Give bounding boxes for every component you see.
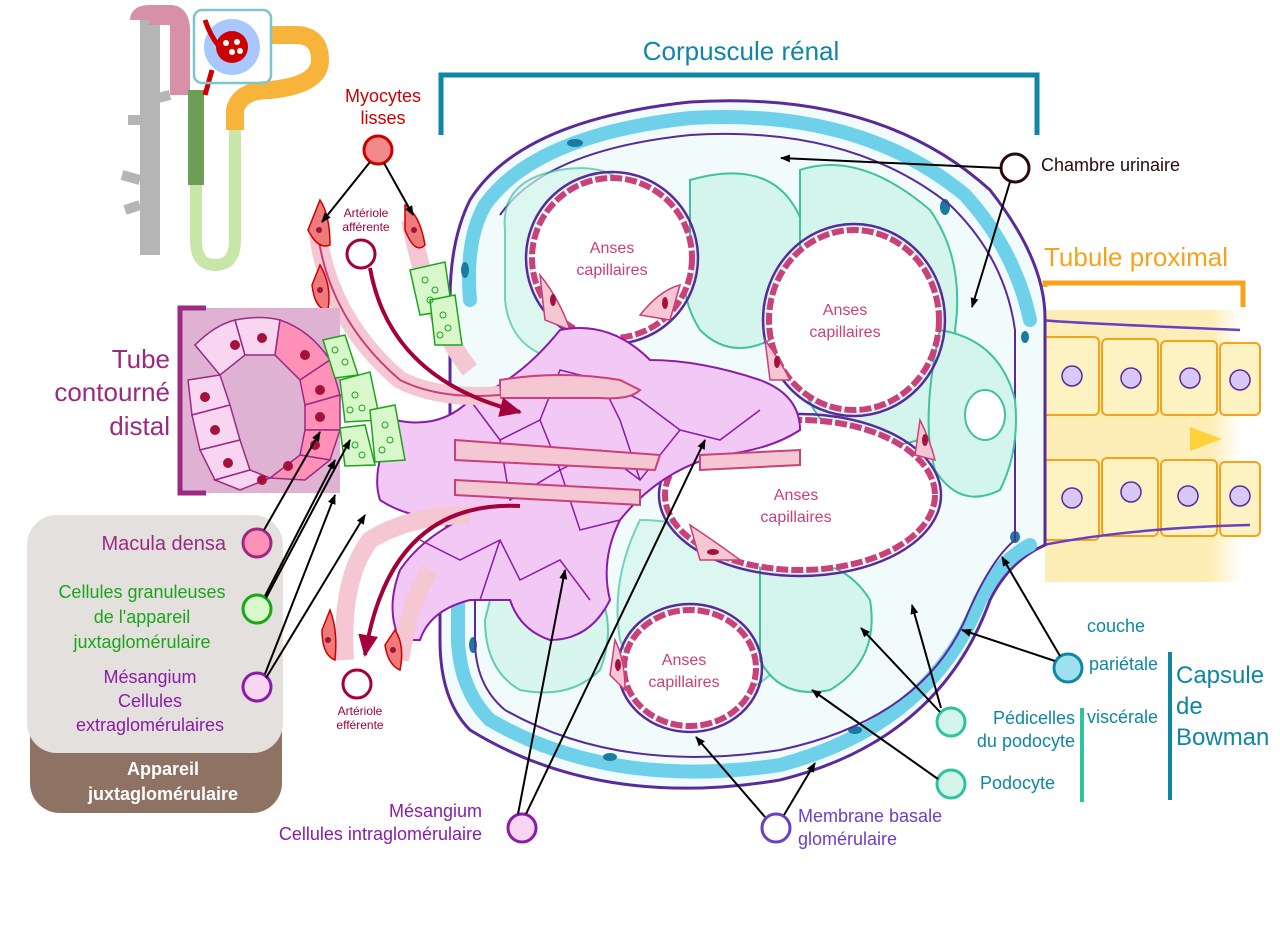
appareil-juxta-label: Appareil juxtaglomérulaire [87, 759, 239, 804]
chambre-urinaire-label: Chambre urinaire [1041, 155, 1181, 175]
myocytes-marker [362, 134, 394, 166]
mesangium-extra-marker [241, 671, 273, 703]
mesangium-extra-label: Mésangium Cellules extraglomérulaires [75, 667, 225, 735]
corpuscle-bracket [438, 72, 1040, 135]
parietale-label: pariétale [1089, 654, 1159, 674]
pedicelles-marker [935, 706, 967, 738]
distal-tubule [177, 305, 342, 496]
anses-capillaires-4-label: Anses capillaires [648, 652, 720, 692]
arteriole-efferente-label: Artériole efférente [336, 704, 384, 733]
juxtaglomerular-legend-box [27, 515, 283, 813]
parietal-layer-marker [1052, 652, 1084, 684]
myocytes-label: Myocytes lisses [344, 86, 422, 128]
macula-densa-label: Macula densa [101, 533, 226, 555]
podocyte-marker [935, 768, 967, 800]
arteriole-afferente-marker [345, 238, 377, 270]
capsule-bowman-label: Capsule de Bowman [1176, 662, 1270, 752]
macula-densa-marker [241, 527, 273, 559]
couche-label: couche [1087, 616, 1146, 636]
membrane-basale-marker [760, 812, 792, 844]
granular-cells-marker [241, 593, 273, 625]
mesangium-intra-marker [506, 812, 538, 844]
viscerale-label: viscérale [1087, 707, 1159, 727]
arteriole-afferente-label: Artériole afférente [342, 206, 390, 235]
mesangium-region [376, 327, 802, 642]
anses-capillaires-3-label: Anses capillaires [760, 487, 832, 527]
anses-capillaires-2-label: Anses capillaires [809, 302, 881, 342]
arteriole-efferente-marker [341, 668, 373, 700]
tubule-proximal-label: Tubule proximal [1043, 242, 1228, 272]
tube-distal-label: Tube contourné distal [54, 344, 170, 441]
chambre-urinaire-marker [999, 152, 1031, 184]
podocyte-label: Podocyte [980, 773, 1056, 793]
pedicelles-label: Pédicelles du podocyte [976, 708, 1075, 752]
nephron-overview-icon [120, 4, 330, 272]
leader-arrows [263, 154, 1061, 818]
corpuscule-title: Corpuscule rénal [642, 36, 840, 66]
proximal-tubule [1041, 280, 1261, 582]
mesangium-intra-label: Mésangium Cellules intraglomérulaire [278, 801, 482, 845]
arterioles [307, 198, 522, 672]
membrane-basale-label: Membrane basale glomérulaire [798, 806, 943, 849]
granular-cells-label: Cellules granuleuses de l'appareil juxta… [58, 582, 226, 652]
anses-capillaires-1-label: Anses capillaires [576, 240, 648, 280]
